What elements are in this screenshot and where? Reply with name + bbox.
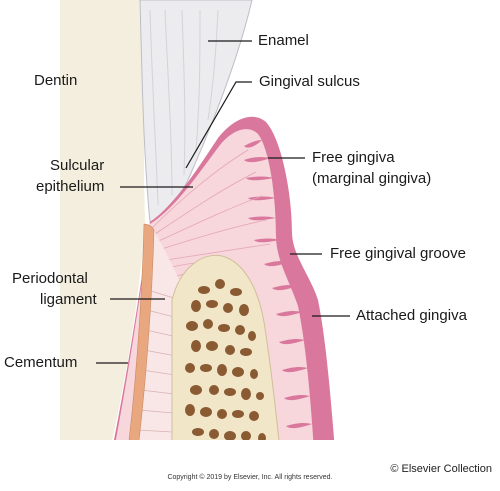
label-cementum: Cementum (4, 354, 78, 371)
label-attached-gingiva: Attached gingiva (356, 307, 467, 324)
label-ligament: ligament (40, 291, 97, 308)
label-free-gingival-groove: Free gingival groove (330, 245, 466, 262)
rete-pegs (244, 140, 312, 429)
leader-lines (96, 40, 350, 364)
label-enamel: Enamel (258, 32, 309, 49)
label-periodontal: Periodontal (12, 270, 88, 287)
dentin-region (60, 0, 146, 450)
label-free-gingiva: Free gingiva (312, 149, 395, 166)
trabecular-bone (185, 279, 266, 443)
label-dentin: Dentin (34, 72, 78, 89)
copyright-notice: Copyright © 2019 by Elsevier, Inc. All r… (167, 474, 333, 481)
cementum-region (127, 223, 155, 451)
label-gingival-sulcus: Gingival sulcus (259, 73, 360, 90)
label-sulcular: Sulcular (50, 157, 105, 174)
enamel-texture (149, 9, 219, 206)
collection-credit: © Elsevier Collection (390, 463, 492, 475)
label-epithelium: epithelium (36, 178, 105, 195)
gingival-sulcus-leader (185, 81, 252, 169)
label-marginal-gingiva: (marginal gingiva) (312, 170, 432, 187)
bottom-fade (0, 440, 500, 491)
